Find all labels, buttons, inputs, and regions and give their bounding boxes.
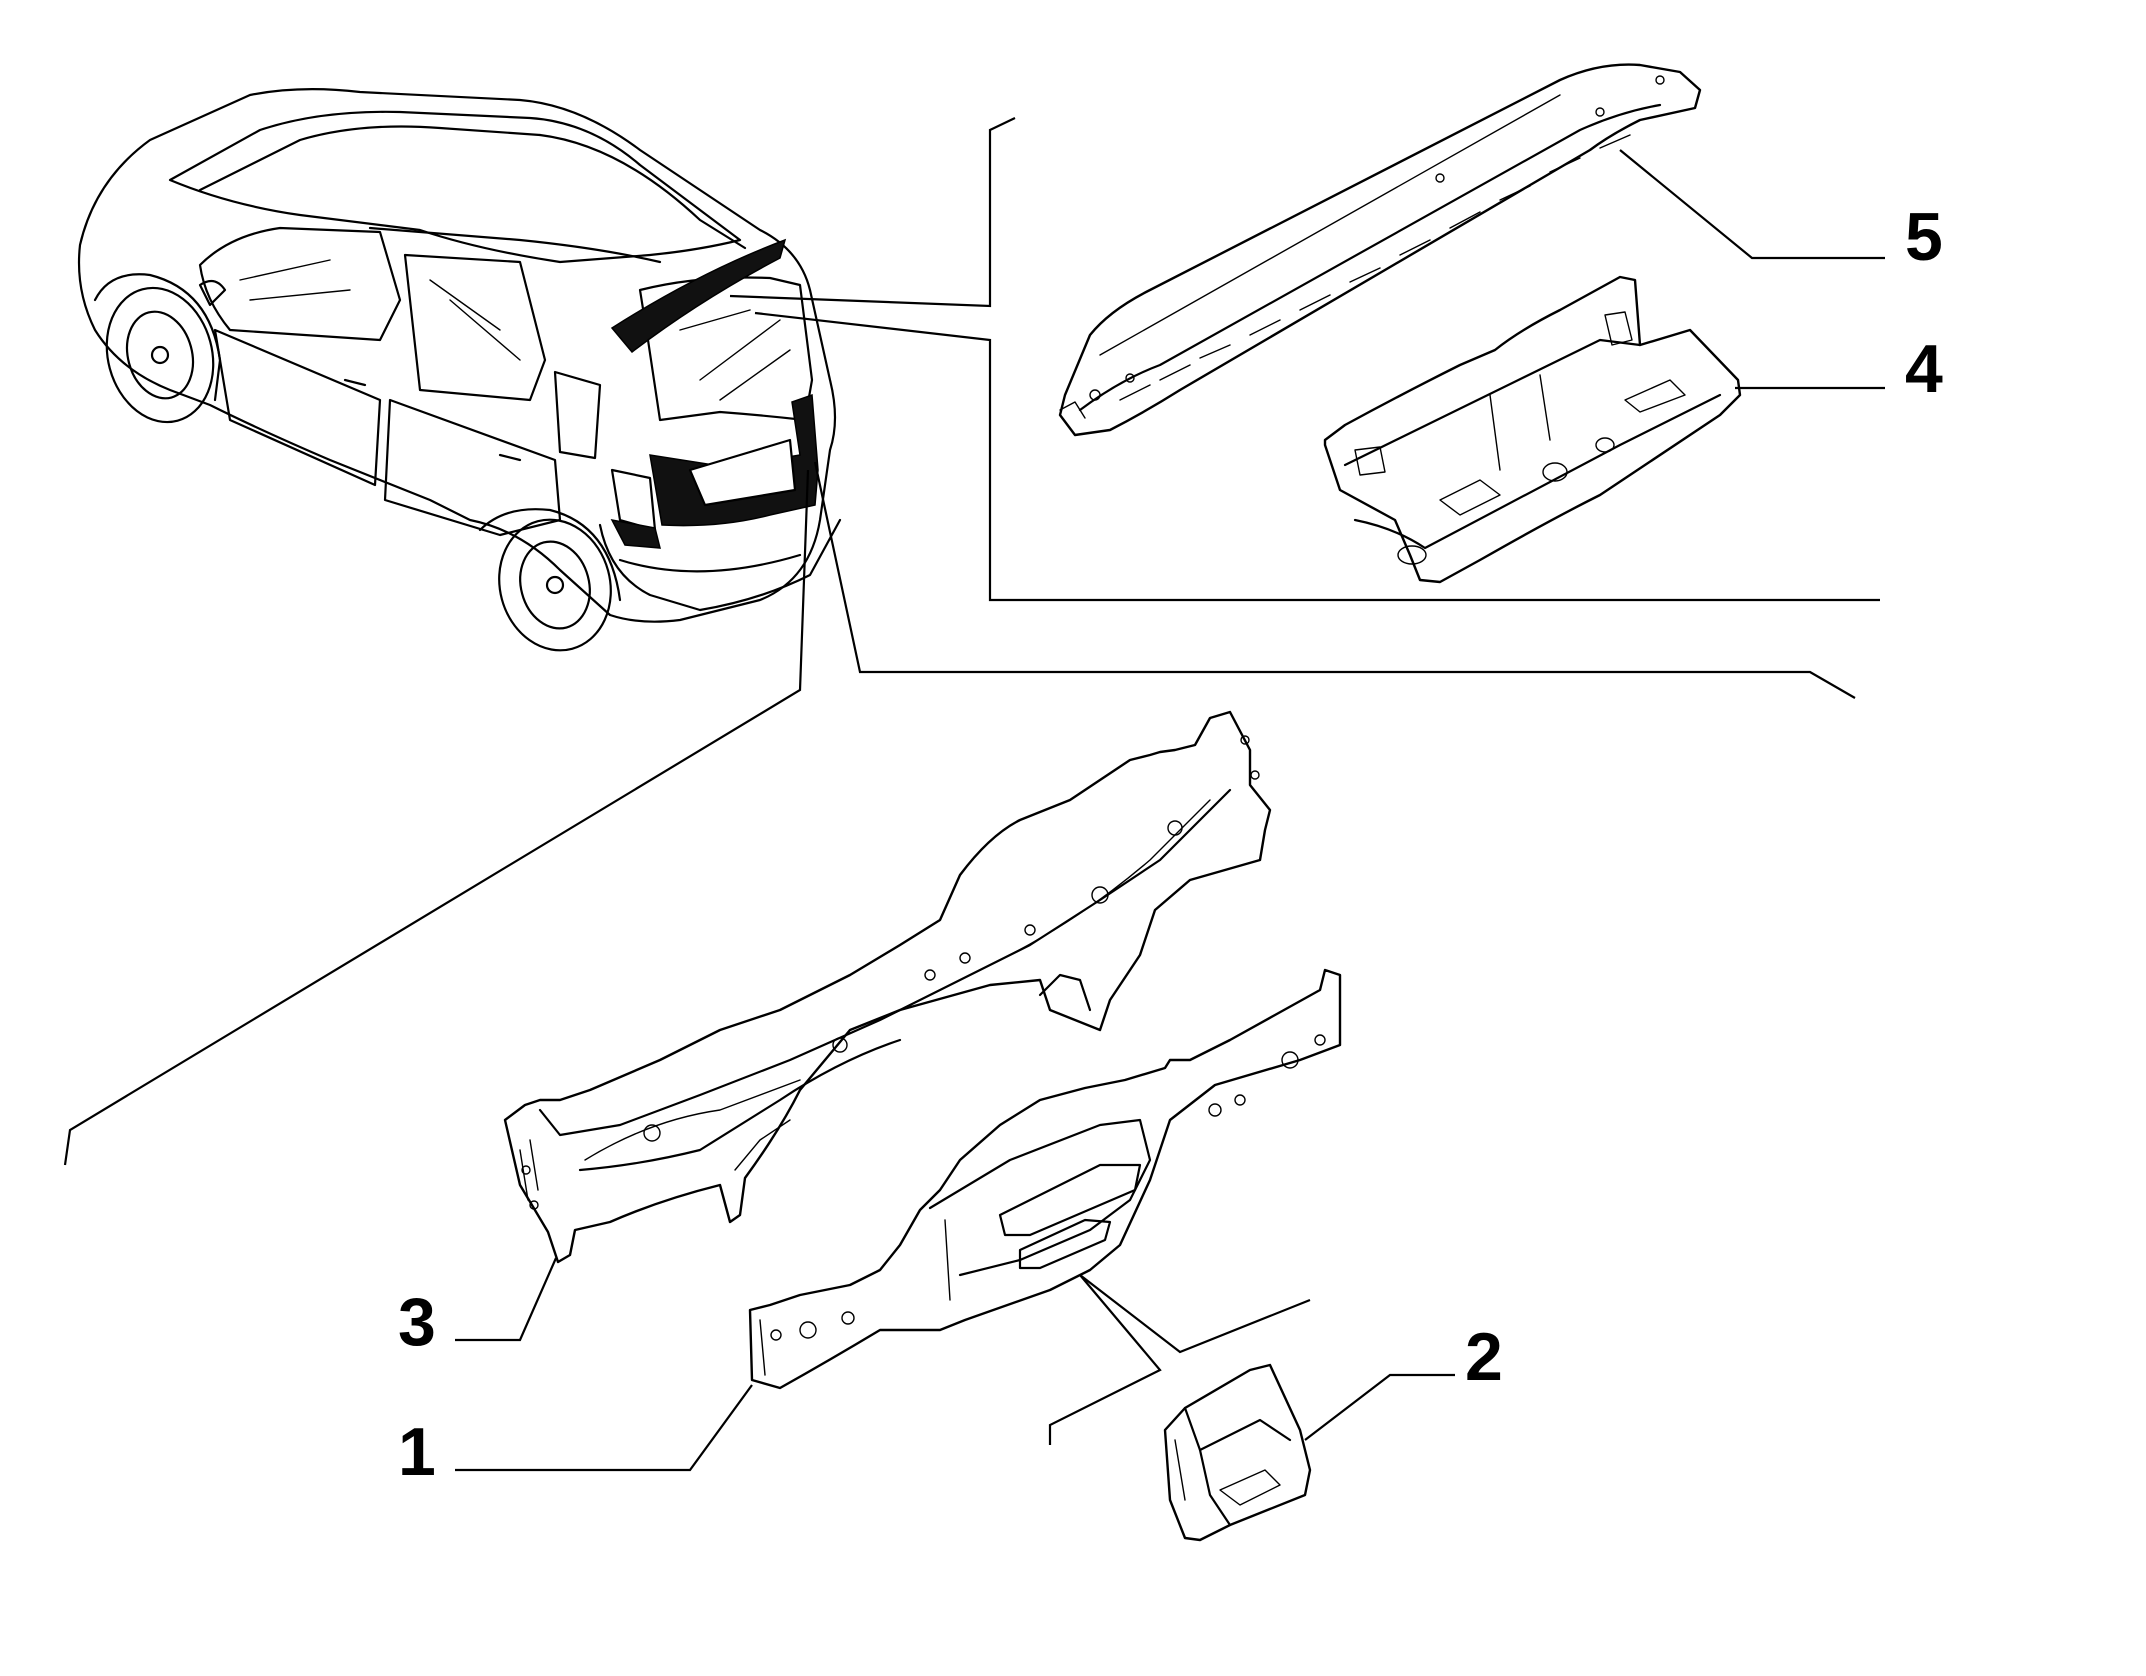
rear-panel-reinforcement-icon — [1323, 275, 1742, 584]
bracket-icon — [1163, 1363, 1312, 1542]
lower-rear-crossmember-icon — [748, 968, 1342, 1390]
callout-leaders — [455, 149, 1885, 1472]
callout-number-3: 3 — [398, 1284, 436, 1360]
leader-lines — [63, 117, 1880, 1166]
callout-number-5: 5 — [1905, 199, 1943, 275]
callout-number-4: 4 — [1905, 331, 1943, 407]
car-rear-view-icon — [77, 88, 842, 652]
rear-wheel-icon — [498, 518, 612, 652]
callout-number-1: 1 — [398, 1414, 436, 1490]
callout-number-2: 2 — [1465, 1319, 1503, 1395]
rear-floor-crossmember-icon — [503, 710, 1272, 1264]
front-wheel-icon — [105, 286, 215, 424]
upper-tailgate-crossmember-icon — [1058, 63, 1702, 437]
